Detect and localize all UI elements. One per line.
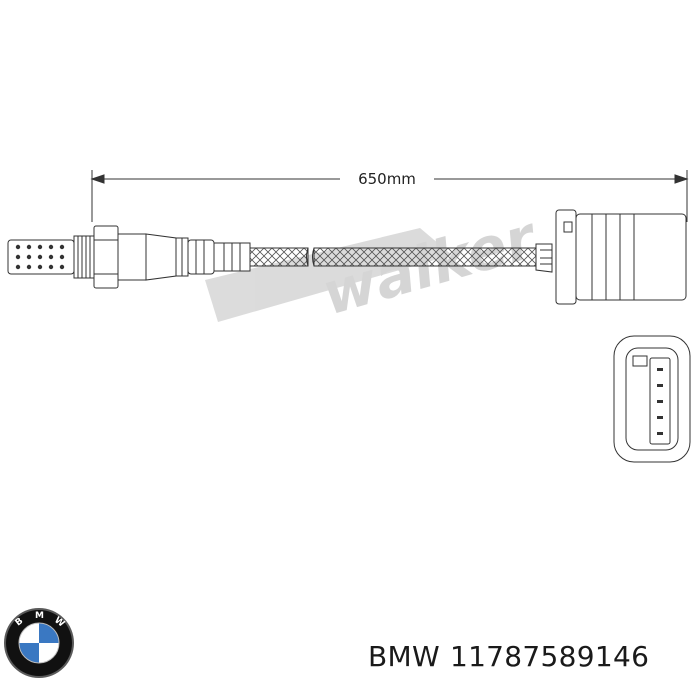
connector-end-view xyxy=(613,335,691,463)
connector-pins xyxy=(657,368,663,435)
sensor-body xyxy=(73,225,251,289)
dimension-line xyxy=(90,170,689,222)
part-caption: BMW 11787589146 xyxy=(368,640,659,673)
svg-text:W: W xyxy=(52,615,66,629)
sensor-probe xyxy=(7,239,75,275)
svg-text:B: B xyxy=(14,616,26,628)
dimension-label: 650mm xyxy=(358,170,416,188)
braided-cable xyxy=(249,243,553,273)
svg-text:M: M xyxy=(35,611,44,621)
connector-side-view xyxy=(555,209,687,305)
part-number: 11787589146 xyxy=(449,640,650,673)
brand-label: BMW xyxy=(368,640,440,673)
bmw-roundel-icon: B M W xyxy=(4,608,74,678)
